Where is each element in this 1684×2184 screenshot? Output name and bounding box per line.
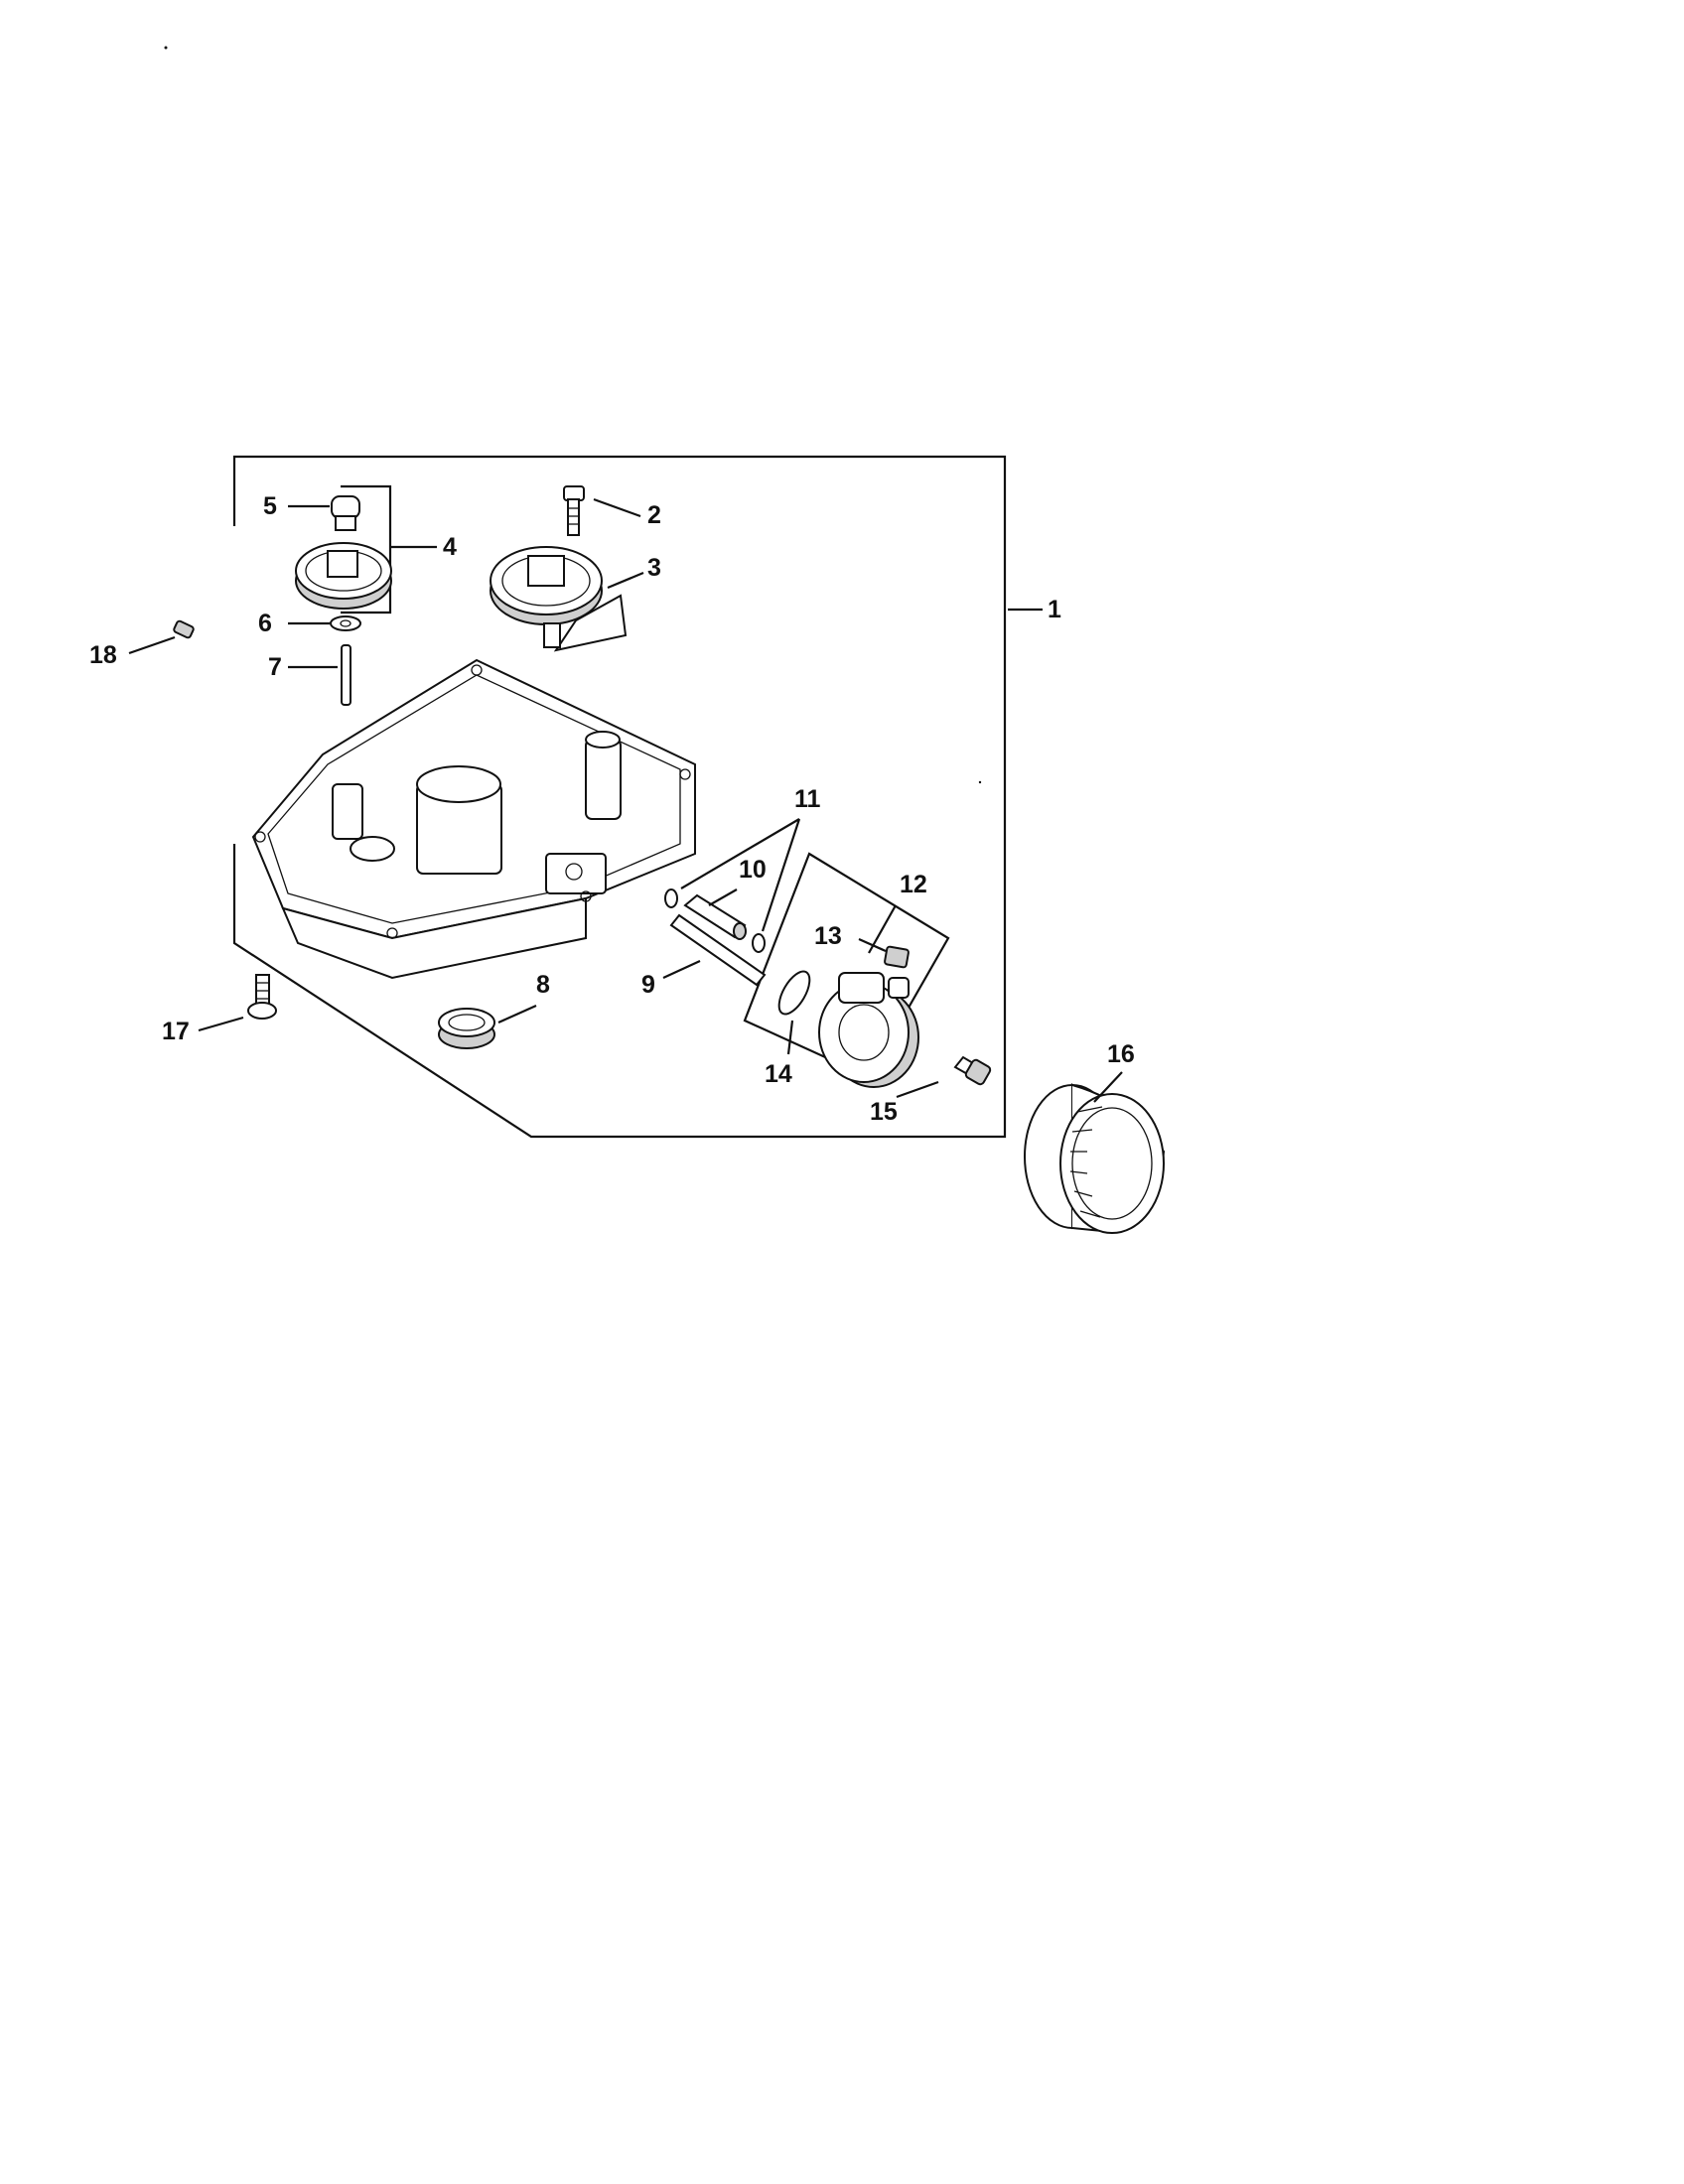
- stray-dot: [164, 46, 168, 50]
- callout-3: 3: [647, 554, 661, 582]
- part-3-gear-assembly: [490, 546, 628, 652]
- part-14-o-ring: [777, 970, 811, 1016]
- callout-10: 10: [739, 856, 767, 884]
- part-2-screw: [563, 485, 585, 536]
- part-4-gear: [295, 542, 392, 610]
- part-15-fitting: [953, 1055, 992, 1086]
- callout-18: 18: [89, 641, 117, 669]
- part-7-shaft: [341, 644, 351, 706]
- callout-6: 6: [258, 610, 272, 637]
- part-6-washer: [330, 615, 361, 631]
- subgroup-4-bracket: [341, 484, 392, 614]
- callout-12: 12: [900, 871, 927, 898]
- stray-dot-2: [978, 780, 982, 784]
- callout-1: 1: [1048, 596, 1061, 623]
- assembly-boundary: [232, 455, 1007, 1139]
- part-8-seal: [438, 1008, 495, 1049]
- callout-8: 8: [536, 971, 550, 999]
- callout-9: 9: [641, 971, 655, 999]
- callout-4: 4: [443, 533, 457, 561]
- part-10-tube: [683, 893, 747, 940]
- callout-17: 17: [162, 1018, 190, 1045]
- callout-14: 14: [765, 1060, 792, 1088]
- part-5-pin: [331, 495, 360, 531]
- part-13-spring: [884, 945, 910, 969]
- part-18-set-screw: [173, 619, 195, 639]
- part-9-pickup-tube: [669, 913, 767, 987]
- callout-11: 11: [794, 785, 821, 813]
- callout-13: 13: [814, 922, 842, 950]
- callout-15: 15: [870, 1098, 898, 1126]
- callout-5: 5: [263, 492, 277, 520]
- part-12-adapter: [818, 972, 919, 1088]
- callout-16: 16: [1107, 1040, 1135, 1068]
- callout-7: 7: [268, 653, 282, 681]
- leader-lines: [128, 497, 1123, 1103]
- callout-2: 2: [647, 501, 661, 529]
- part-11-o-rings: [664, 888, 766, 953]
- oil-pan-housing: [251, 658, 696, 980]
- part-16-oil-filter: [1024, 1083, 1166, 1234]
- part-17-screw: [247, 974, 277, 1020]
